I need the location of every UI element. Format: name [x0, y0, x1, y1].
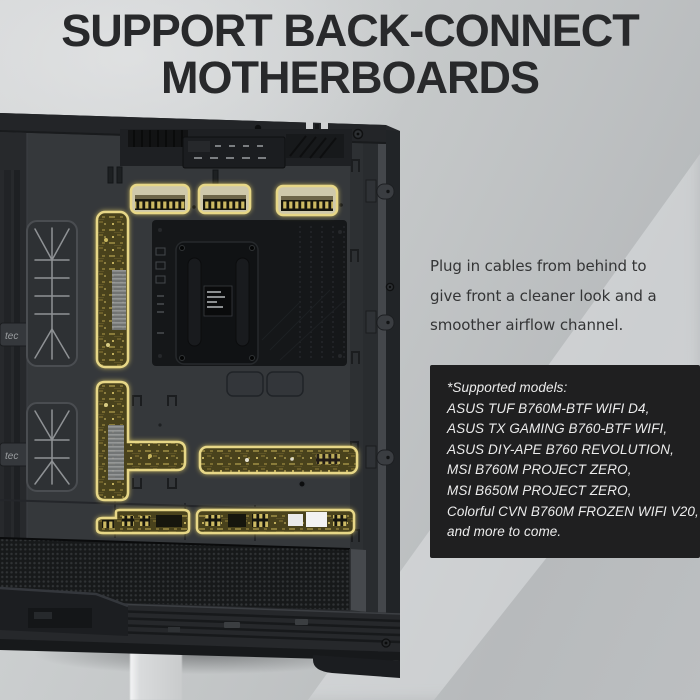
supported-model: ASUS DIY-APE B760 REVOLUTION, — [447, 441, 674, 457]
cpu-backplate — [175, 241, 259, 365]
supported-model: ASUS TX GAMING B760-BTF WIFI, — [447, 421, 668, 437]
side-vent-grille-top — [26, 220, 78, 367]
supported-model: MSI B760M PROJECT ZERO, — [447, 462, 632, 478]
strap-brand-label: tec — [5, 331, 18, 342]
side-vent-grille-bottom — [26, 402, 78, 492]
mounting-brackets — [132, 159, 360, 542]
strap-brand-label: tec — [5, 451, 18, 462]
case-foot — [313, 655, 400, 678]
cutout-highlight-t-shape — [95, 380, 187, 502]
supported-models-heading: *Supported models: — [447, 380, 568, 395]
cutout-highlight-bottom-right — [195, 508, 356, 535]
motherboard-back — [152, 220, 347, 366]
cutout-highlight-top-2 — [197, 183, 252, 215]
tray-punchout-covers — [226, 371, 304, 397]
cutout-highlight-vertical — [95, 210, 130, 369]
cutout-highlight-bottom-left — [95, 508, 191, 535]
supported-model: MSI B650M PROJECT ZERO, — [447, 482, 632, 498]
description-line: smoother airflow channel. — [430, 316, 624, 334]
supported-model: ASUS TUF B760M-BTF WIFI D4, — [447, 400, 650, 416]
title-line-1: SUPPORT BACK-CONNECT — [61, 5, 640, 56]
screws — [298, 282, 395, 488]
cutout-highlight-top-1 — [129, 183, 191, 215]
left-column: tec tec — [0, 132, 38, 642]
pc-case-photo: tec tec — [0, 113, 400, 678]
supported-model: Colorful CVN B760M FROZEN WIFI V20, — [447, 503, 699, 519]
description-text: Plug in cables from behind to give front… — [430, 252, 695, 341]
title-line-2: MOTHERBOARDS — [161, 52, 540, 103]
case-stand — [130, 650, 182, 700]
supported-models-panel: *Supported models: ASUS TUF B760M-BTF WI… — [430, 365, 700, 558]
psu-shelf — [0, 586, 129, 636]
supported-model: and more to come. — [447, 524, 562, 540]
description-line: give front a cleaner look and a — [430, 286, 657, 305]
cutout-highlight-top-3 — [275, 184, 339, 217]
frame-hinge-pills — [365, 179, 395, 469]
psu-mesh-vent — [0, 537, 366, 612]
fan-hub — [120, 129, 352, 169]
page-title: SUPPORT BACK-CONNECT MOTHERBOARDS — [0, 7, 700, 101]
cutout-highlight-long — [198, 445, 359, 475]
description-line: Plug in cables from behind to — [430, 257, 647, 275]
